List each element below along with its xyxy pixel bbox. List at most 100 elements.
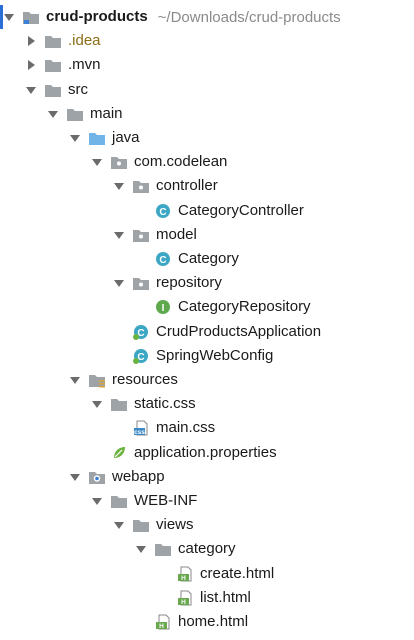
spring-class-icon: C [132,348,150,364]
tree-row[interactable]: java [0,126,414,150]
folder-icon [44,82,62,98]
tree-row[interactable]: C SpringWebConfig [0,344,414,368]
tree-item-label: main.css [156,419,216,437]
folder-icon [44,57,62,73]
css-file-icon: css [132,420,150,436]
tree-item-label: static.css [134,395,196,413]
tree-row[interactable]: crud-products ~/Downloads/crud-products [0,5,414,29]
html-file-icon: H [154,614,172,630]
expand-arrow-icon[interactable] [70,375,80,385]
tree-item-label: crud-products [46,8,148,25]
tree-row[interactable]: views [0,513,414,537]
tree-item-label: model [156,225,197,243]
tree-item-label: java [112,129,140,146]
tree-item-label: controller [156,177,218,195]
package-icon [132,275,150,291]
tree-item-label: views [156,516,194,534]
folder-icon [132,517,150,533]
tree-item-label: webapp [112,467,165,485]
tree-item-label: CategoryRepository [178,298,311,316]
tree-row[interactable]: .idea [0,29,414,53]
expand-arrow-icon[interactable] [92,157,102,167]
tree-row[interactable]: main [0,102,414,126]
expand-arrow-icon[interactable] [92,496,102,506]
tree-item-label: Category [178,250,239,267]
source-folder-icon [88,130,106,146]
package-icon [110,154,128,170]
module-folder-icon [22,9,40,25]
expand-arrow-icon[interactable] [114,278,124,288]
expand-arrow-icon[interactable] [4,12,14,22]
expand-arrow-icon[interactable] [114,230,124,240]
project-path: ~/Downloads/crud-products [157,8,341,26]
tree-row[interactable]: com.codelean [0,150,414,174]
package-icon [132,227,150,243]
expand-arrow-icon[interactable] [92,399,102,409]
tree-row[interactable]: .mvn [0,53,414,77]
collapse-arrow-icon[interactable] [26,36,36,47]
folder-icon [110,493,128,509]
web-folder-icon [88,469,106,485]
tree-row[interactable]: repository [0,271,414,295]
tree-row[interactable]: src [0,78,414,102]
tree-item-label: repository [156,274,222,292]
expand-arrow-icon[interactable] [136,544,146,554]
folder-icon [154,541,172,557]
tree-row[interactable]: webapp [0,465,414,489]
tree-row[interactable]: model [0,223,414,247]
tree-row[interactable]: static.css [0,392,414,416]
tree-item-label: src [68,80,88,98]
tree-row[interactable]: css main.css [0,416,414,440]
tree-item-label: CategoryController [178,201,304,219]
svg-text:C: C [137,352,144,363]
spring-properties-icon [110,445,128,461]
tree-item-label: .mvn [68,56,101,74]
spring-class-icon: C [132,324,150,340]
svg-text:C: C [159,207,166,218]
tree-item-label: application.properties [134,443,277,461]
tree-row[interactable]: application.properties [0,441,414,465]
expand-arrow-icon[interactable] [114,181,124,191]
tree-row[interactable]: I CategoryRepository [0,295,414,319]
expand-arrow-icon[interactable] [48,109,58,119]
svg-text:I: I [162,303,165,314]
tree-item-label: WEB-INF [134,492,198,509]
svg-text:H: H [181,575,186,582]
tree-item-label: main [90,104,123,122]
expand-arrow-icon[interactable] [26,85,36,95]
tree-row[interactable]: controller [0,174,414,198]
tree-item-label: create.html [200,564,275,582]
folder-icon [44,33,62,49]
tree-row[interactable]: resources [0,368,414,392]
folder-icon [66,106,84,122]
tree-row[interactable]: C CategoryController [0,199,414,223]
class-icon: C [154,203,172,219]
expand-arrow-icon[interactable] [70,472,80,482]
class-icon: C [154,251,172,267]
svg-text:H: H [159,623,164,630]
tree-item-label: resources [112,371,178,388]
folder-icon [110,396,128,412]
tree-item-label: .idea [68,32,101,50]
expand-arrow-icon[interactable] [70,133,80,143]
svg-text:C: C [159,255,166,266]
package-icon [132,178,150,194]
tree-item-label: com.codelean [134,153,228,171]
tree-item-label: SpringWebConfig [156,346,274,364]
interface-icon: I [154,299,172,315]
selection-indicator [0,5,3,29]
resources-folder-icon [88,372,106,388]
tree-row[interactable]: WEB-INF [0,489,414,513]
svg-text:C: C [137,328,144,339]
expand-arrow-icon[interactable] [114,520,124,530]
tree-item-label: category [178,540,236,558]
html-file-icon: H [176,590,194,606]
collapse-arrow-icon[interactable] [26,60,36,71]
tree-row[interactable]: category [0,537,414,561]
tree-row[interactable]: C Category [0,247,414,271]
